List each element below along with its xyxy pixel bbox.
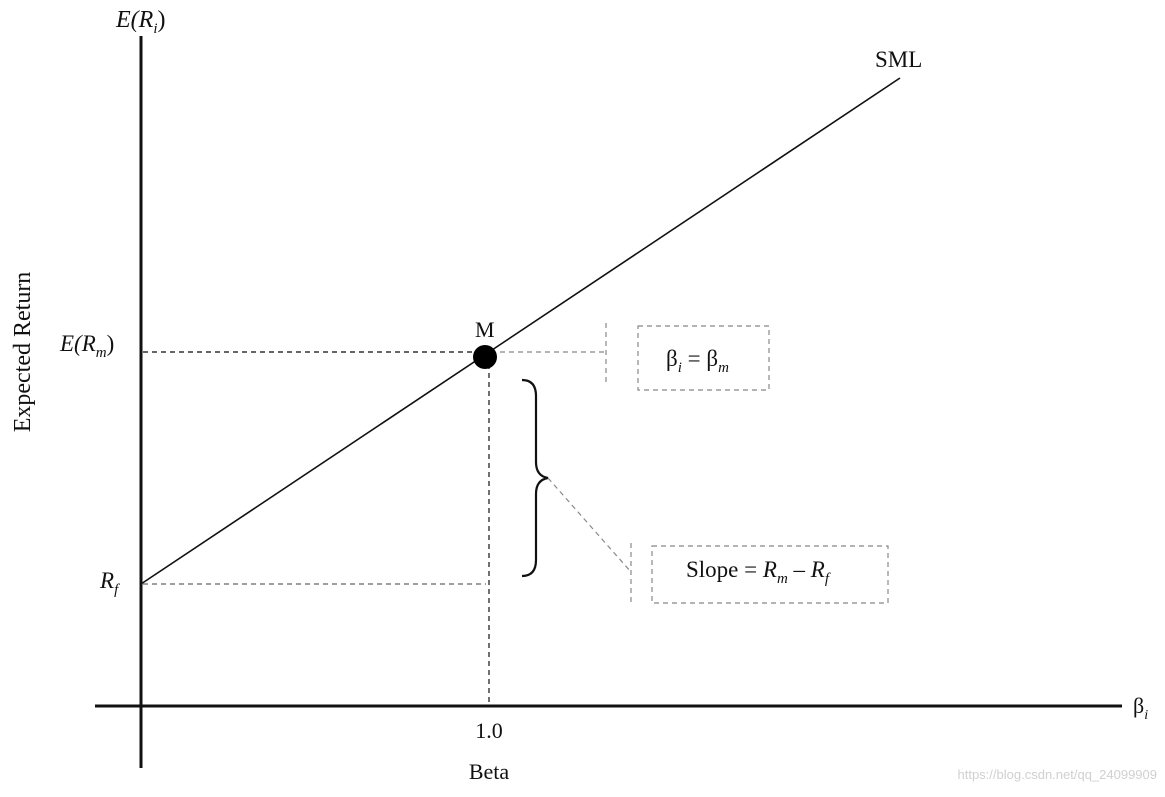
sml-line <box>140 77 901 585</box>
slope-label: Slope = Rm – Rf <box>686 557 831 587</box>
x-axis-title: Beta <box>469 759 510 784</box>
slope-box <box>651 545 889 604</box>
slope-callout-leader <box>547 477 632 573</box>
erm-label: E(Rm) <box>59 331 114 361</box>
x-tick-one: 1.0 <box>475 718 503 743</box>
beta-equality-label: βi = βm <box>666 346 729 376</box>
sml-label: SML <box>875 47 922 72</box>
y-axis-title: Expected Return <box>10 272 36 433</box>
rf-label: Rf <box>99 568 120 598</box>
watermark: https://blog.csdn.net/qq_24099909 <box>957 767 1158 782</box>
x-axis-symbol: βi <box>1133 693 1148 723</box>
y-axis-label: E(Ri) <box>115 7 166 37</box>
market-portfolio-point <box>473 345 497 369</box>
market-point-label: M <box>475 317 495 342</box>
slope-brace <box>521 378 549 578</box>
beta-equality-box <box>637 325 770 391</box>
